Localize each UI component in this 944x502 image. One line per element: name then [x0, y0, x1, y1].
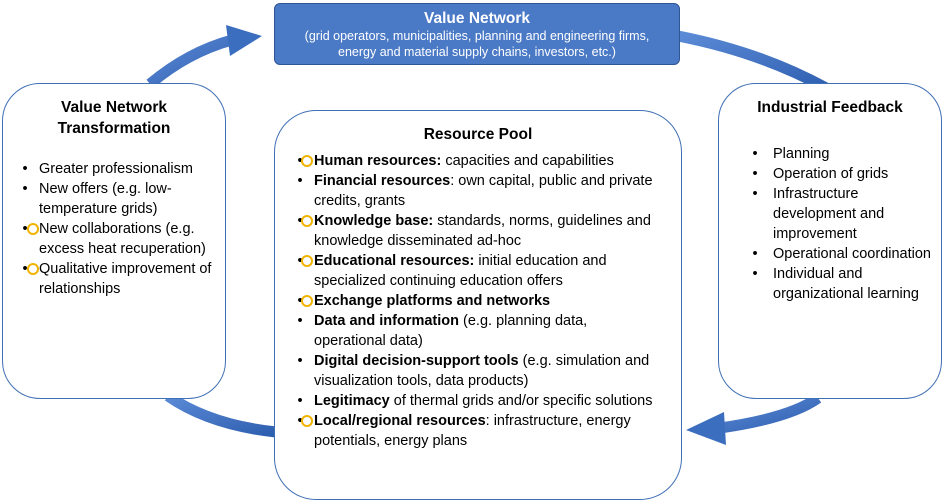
- ring-icon: [301, 415, 313, 427]
- value-network-transformation-box: Value Network Transformation • Greater p…: [2, 83, 226, 399]
- list-item-text: New offers (e.g. low-temperature grids): [39, 181, 172, 217]
- left-title-line1: Value Network: [61, 99, 167, 116]
- industrial-feedback-title: Industrial Feedback: [757, 99, 903, 116]
- list-item: • Human resources: capacities and capabi…: [297, 151, 657, 171]
- item-bold-text: Educational resources:: [314, 253, 475, 269]
- item-text: (e.g. planning data, operational data): [314, 313, 588, 349]
- item-text: : own capital, public and private credit…: [314, 173, 653, 209]
- list-item: • Financial resources: own capital, publ…: [297, 171, 657, 211]
- bullet-dot-icon: •: [22, 181, 28, 197]
- bullet-dot-icon: •: [752, 186, 758, 202]
- list-item-text: Planning: [773, 146, 830, 162]
- bullet-dot-icon: •: [297, 393, 303, 409]
- arrow-head-top-left: [226, 25, 262, 56]
- bullet-dot-icon: •: [297, 213, 303, 229]
- list-item: • Knowledge base: standards, norms, guid…: [297, 211, 657, 251]
- item-bold-text: Exchange platforms and networks: [314, 293, 551, 309]
- list-item: • Operation of grids: [752, 164, 935, 184]
- item-bold-text: Local/regional resources: [314, 413, 486, 429]
- item-bold-text: Legitimacy: [314, 393, 390, 409]
- value-network-subtitle-line2: energy and material supply chains, inves…: [338, 45, 616, 59]
- list-item: • Legitimacy of thermal grids and/or spe…: [297, 391, 657, 411]
- list-item: • Planning: [752, 144, 935, 164]
- bullet-dot-icon: •: [752, 166, 758, 182]
- bullet-dot-icon: •: [297, 353, 303, 369]
- list-item: • Individual and organizational learning: [752, 264, 935, 304]
- list-item: • Greater professionalism: [22, 159, 219, 179]
- bullet-dot-icon: •: [752, 146, 758, 162]
- bullet-dot-icon: •: [297, 313, 303, 329]
- list-item-text: Operation of grids: [773, 166, 889, 182]
- ring-icon: [301, 295, 313, 307]
- bullet-dot-icon: •: [22, 261, 28, 277]
- arrow-right-to-center: [719, 393, 822, 434]
- bullet-dot-icon: •: [297, 293, 303, 309]
- list-item: • Educational resources: initial educati…: [297, 251, 657, 291]
- right-list: • Planning • Operation of grids • Infras…: [719, 144, 941, 304]
- item-text: initial education and specialized contin…: [314, 253, 607, 289]
- arrow-head-bottom-right: [686, 412, 726, 445]
- bullet-dot-icon: •: [22, 161, 28, 177]
- item-text: (e.g. simulation and visualization tools…: [314, 353, 650, 389]
- list-item: • Local/regional resources: infrastructu…: [297, 411, 657, 451]
- bullet-dot-icon: •: [752, 246, 758, 262]
- value-network-subtitle-line1: (grid operators, municipalities, plannin…: [304, 29, 650, 43]
- list-item: • Exchange platforms and networks: [297, 291, 657, 311]
- arrow-top-to-right: [676, 30, 829, 93]
- item-text: standards, norms, guidelines and knowled…: [314, 213, 651, 249]
- resource-pool-box: Resource Pool • Human resources: capacit…: [274, 110, 682, 500]
- ring-icon: [27, 223, 39, 235]
- value-network-title: Value Network: [424, 10, 530, 27]
- list-item-text: New collaborations (e.g. excess heat rec…: [39, 221, 206, 257]
- list-item: • Operational coordination: [752, 244, 935, 264]
- ring-icon: [301, 255, 313, 267]
- list-item-text: Operational coordination: [773, 246, 931, 262]
- list-item-text: Greater professionalism: [39, 161, 193, 177]
- list-item-text: Qualitative improvement of relationships: [39, 261, 212, 297]
- left-box-title: Value Network Transformation: [3, 97, 225, 139]
- list-item: • New collaborations (e.g. excess heat r…: [22, 219, 219, 259]
- item-text: : infrastructure, energy potentials, ene…: [314, 413, 631, 449]
- item-bold-text: Data and information: [314, 313, 460, 329]
- item-bold-text: Financial resources: [314, 173, 451, 189]
- item-bold-text: Digital decision-support tools: [314, 353, 519, 369]
- list-item: • Data and information (e.g. planning da…: [297, 311, 657, 351]
- left-title-line2: Transformation: [57, 120, 171, 137]
- industrial-feedback-box: Industrial Feedback • Planning • Operati…: [718, 83, 942, 399]
- list-item: • Digital decision-support tools (e.g. s…: [297, 351, 657, 391]
- list-item: • New offers (e.g. low-temperature grids…: [22, 179, 219, 219]
- ring-icon: [27, 263, 39, 275]
- item-bold-text: Knowledge base:: [314, 213, 434, 229]
- bullet-dot-icon: •: [752, 266, 758, 282]
- list-item-text: Infrastructure development and improveme…: [773, 186, 885, 242]
- list-item-text: Individual and organizational learning: [773, 266, 919, 302]
- bullet-dot-icon: •: [297, 173, 303, 189]
- arrow-left-to-top: [146, 34, 234, 89]
- list-item: • Qualitative improvement of relationshi…: [22, 259, 219, 299]
- bullet-dot-icon: •: [297, 253, 303, 269]
- bullet-dot-icon: •: [297, 413, 303, 429]
- bullet-dot-icon: •: [297, 153, 303, 169]
- list-item: • Infrastructure development and improve…: [752, 184, 935, 244]
- item-text: capacities and capabilities: [441, 153, 614, 169]
- left-list: • Greater professionalism • New offers (…: [3, 159, 225, 299]
- bullet-dot-icon: •: [22, 221, 28, 237]
- arrow-center-to-left: [164, 391, 277, 438]
- ring-icon: [301, 155, 313, 167]
- resource-pool-list: • Human resources: capacities and capabi…: [275, 151, 681, 451]
- value-network-box: Value Network (grid operators, municipal…: [274, 3, 680, 65]
- resource-pool-title: Resource Pool: [423, 126, 533, 143]
- item-text: of thermal grids and/or specific solutio…: [389, 393, 653, 409]
- item-bold-text: Human resources:: [314, 153, 442, 169]
- ring-icon: [301, 215, 313, 227]
